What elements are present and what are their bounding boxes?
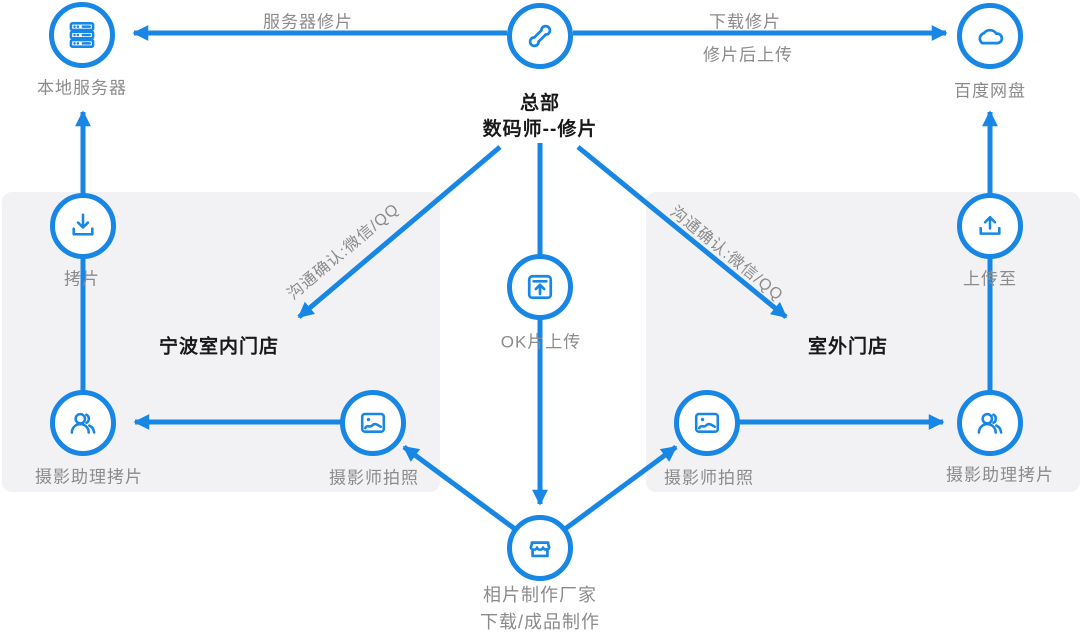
upload-box-icon xyxy=(527,274,553,300)
label-factory-line2: 下载/成品制作 xyxy=(479,612,601,632)
edge-label-upload-after-edit: 修片后上传 xyxy=(703,45,793,65)
node-ok-upload xyxy=(507,254,573,320)
label-factory: 相片制作厂家 下载/成品制作 xyxy=(480,582,600,632)
label-hq-line2: 数码师--修片 xyxy=(482,119,598,140)
image-icon xyxy=(360,412,386,433)
label-ok-upload: OK片上传 xyxy=(500,332,582,352)
edge-label-download-edit: 下载修片 xyxy=(709,12,781,32)
label-hq: 总部 数码师--修片 xyxy=(483,91,598,143)
label-photographer-left: 摄影师拍照 xyxy=(329,468,419,488)
node-photo-factory xyxy=(507,515,573,581)
label-baidu-pan: 百度网盘 xyxy=(954,81,1026,101)
label-outdoor-store: 室外门店 xyxy=(807,336,889,358)
people-icon xyxy=(977,412,1003,434)
download-icon xyxy=(72,213,94,236)
label-indoor-store: 宁波室内门店 xyxy=(158,336,280,358)
label-hq-line1: 总部 xyxy=(519,93,560,114)
node-photographer-right xyxy=(674,390,740,456)
node-photographer-left xyxy=(340,390,406,456)
edge-label-server-edit: 服务器修片 xyxy=(263,12,353,32)
node-local-server xyxy=(49,2,115,68)
node-upload-to xyxy=(957,193,1023,259)
label-factory-line1: 相片制作厂家 xyxy=(482,585,597,605)
label-upload-to: 上传至 xyxy=(963,269,1017,289)
image-icon xyxy=(694,412,720,433)
node-assistant-left xyxy=(50,390,116,456)
label-photographer-right: 摄影师拍照 xyxy=(664,468,754,488)
node-baidu-pan xyxy=(957,3,1023,69)
label-assistant-right: 摄影助理拷片 xyxy=(946,465,1054,485)
node-assistant-right xyxy=(957,390,1023,456)
node-copy-film xyxy=(50,193,116,259)
node-hq-editor xyxy=(507,3,573,69)
wrench-icon xyxy=(528,24,552,48)
server-icon xyxy=(69,22,95,48)
cloud-icon xyxy=(978,28,1004,45)
label-local-server: 本地服务器 xyxy=(37,78,127,98)
label-copy-film: 拷片 xyxy=(64,269,100,289)
store-icon xyxy=(529,541,551,558)
upload-icon xyxy=(979,216,1001,235)
people-icon xyxy=(70,412,96,434)
label-assistant-left: 摄影助理拷片 xyxy=(35,467,143,487)
